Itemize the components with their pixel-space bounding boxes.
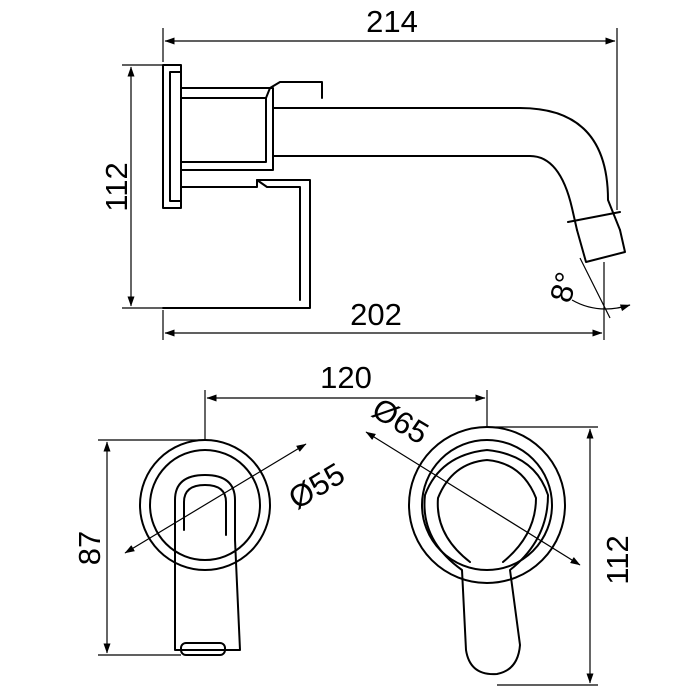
dim-spout-rosette-diameter: Ø55 — [282, 456, 350, 516]
lever-top — [265, 81, 323, 99]
spout — [272, 107, 621, 231]
spout-outlet-front — [180, 642, 226, 656]
dim-wall-height: 112 — [99, 162, 134, 211]
lower-body-inner — [256, 179, 301, 301]
spout-front-inner — [183, 484, 227, 536]
dim-mixer-rosette-diameter: Ø65 — [366, 391, 434, 451]
wall-plate-inner — [169, 71, 182, 202]
valve-body — [180, 87, 274, 171]
front-view: 120 Ø55 Ø65 87 112 — [72, 360, 635, 686]
dim-spout-height: 87 — [72, 531, 107, 565]
lower-body — [162, 179, 311, 309]
mixer-handle-inner — [436, 459, 537, 563]
wall-plate — [162, 64, 182, 209]
spout-outlet — [567, 211, 626, 263]
dim-handle-height: 112 — [600, 535, 635, 584]
dim-overall-length: 214 — [366, 4, 418, 39]
dim-spout-projection: 202 — [350, 297, 402, 332]
dim-center-distance: 120 — [320, 360, 372, 395]
dim-spout-angle: 8° — [543, 268, 584, 306]
side-view: 214 112 202 8° — [99, 4, 631, 340]
